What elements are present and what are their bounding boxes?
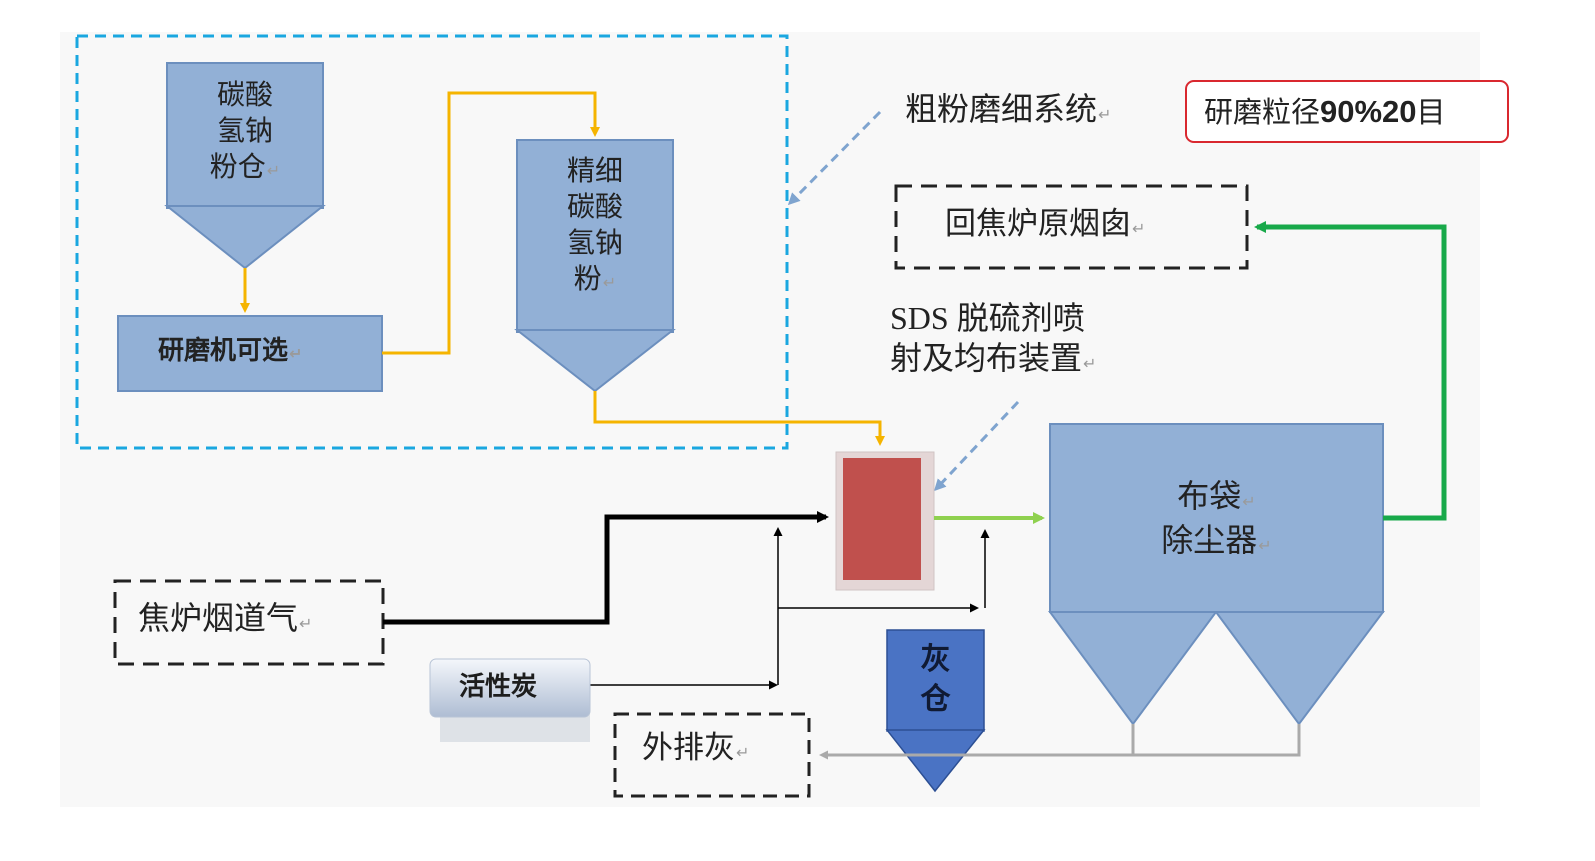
hopper-collector-line [1131,724,1301,757]
pointer-to-reactor [933,400,1020,492]
sds-line-2: 射及均布装置 [890,338,1096,384]
grinder-label: 研磨机可选 [158,333,302,372]
fine-silo-line-3: 氢钠 [566,226,623,259]
flue-gas-label: 焦炉烟道气 [138,598,312,644]
ash-silo-shape [885,629,986,793]
ash-discharge-box [613,712,811,798]
activated-carbon-label: 活性炭 [458,672,537,702]
sds-device-label: SDS 脱硫剂喷 射及均布装置 [890,298,1096,384]
ash-silo-line-1: 灰 [920,642,951,677]
nahco3-silo-line-1: 碳酸 [216,78,273,111]
flow-flue-gas-to-reactor [383,511,829,625]
ash-silo-line-2: 仓 [920,682,951,717]
ash-discharge-label: 外排灰 [642,728,749,773]
flow-fine-silo-to-reactor [593,391,885,446]
fine-powder-silo-label: 精细 碳酸 氢钠 粉 [517,153,673,301]
sds-reactor-shape [835,451,935,591]
fine-silo-line-2: 碳酸 [566,190,623,223]
grind-size-value: 90%20 [1320,94,1417,129]
nahco3-silo-line-3: 粉仓 [210,149,280,189]
bag-filter-line-1: 布袋 [1177,477,1255,521]
coke-stack-return-label: 回焦炉原烟囱 [945,204,1145,249]
grind-size-callout [1185,80,1509,143]
grinding-region [75,34,789,450]
nahco3-silo-label: 碳酸 氢钠 粉仓 [167,77,323,189]
grind-size-suffix: 目 [1416,95,1446,129]
ash-silo-label: 灰 仓 [887,640,984,720]
fine-silo-line-4: 粉 [574,261,616,301]
fine-silo-line-1: 精细 [566,154,623,187]
grind-size-note: 研磨粒径90%20目 [1204,93,1446,131]
flow-grinder-to-fine-silo [382,91,600,355]
nahco3-silo-line-2: 氢钠 [216,114,273,147]
bag-filter-line-2: 除尘器 [1161,521,1271,565]
grind-size-prefix: 研磨粒径 [1204,95,1321,129]
sds-line-1: SDS 脱硫剂喷 [890,300,1085,336]
activated-carbon-shape [429,658,591,742]
coke-stack-return-box [894,184,1249,270]
coarse-system-label: 粗粉磨细系统 [905,89,1111,135]
flow-filter-to-stack [1254,221,1447,521]
pointer-to-grinding-region [787,110,882,206]
bag-filter-label: 布袋 除尘器 [1050,477,1383,565]
